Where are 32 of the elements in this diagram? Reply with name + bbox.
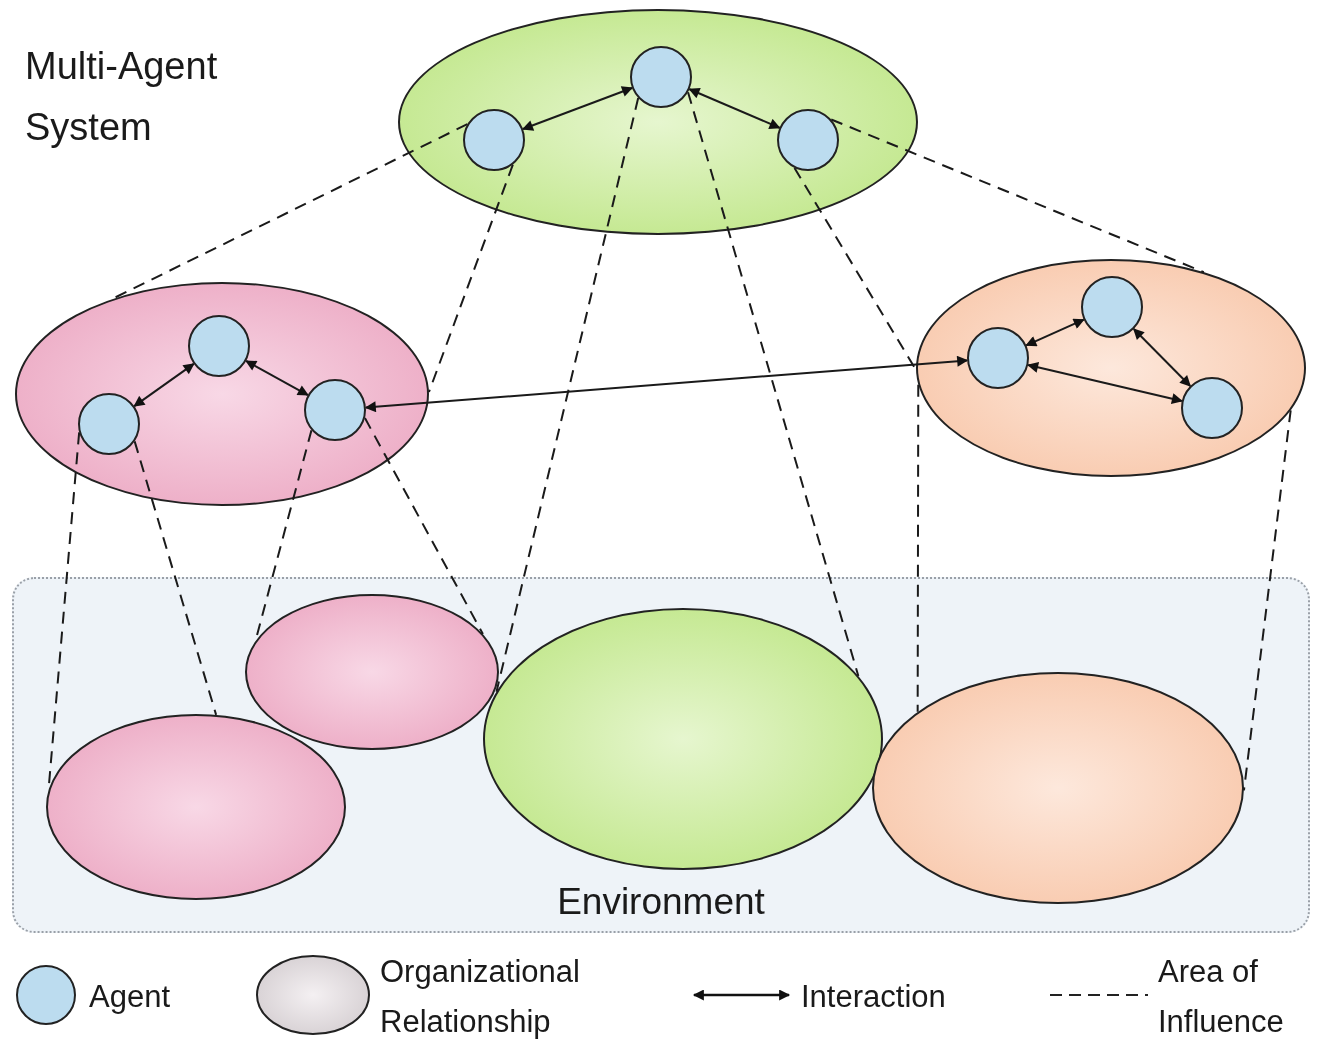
influence-line	[687, 91, 860, 677]
influence-line	[916, 383, 920, 713]
influence-line	[830, 118, 1205, 274]
influence-line	[427, 163, 514, 393]
agent-circle	[630, 46, 692, 108]
legend-label: Area of Influence	[1158, 953, 1285, 1041]
agent-circle	[1181, 377, 1243, 439]
influence-line	[363, 417, 484, 635]
interaction-arrow	[245, 360, 309, 396]
agent-circle	[304, 379, 366, 441]
interaction-arrow	[133, 362, 195, 408]
legend-label: Agent	[89, 978, 171, 1016]
influence-line	[1242, 409, 1292, 792]
influence-line	[133, 440, 218, 716]
agent-circle	[463, 109, 525, 171]
agent-circle	[967, 327, 1029, 389]
influence-line	[495, 97, 640, 693]
legend-label: Interaction	[801, 978, 947, 1016]
interaction-arrow	[1132, 328, 1192, 387]
interaction-arrow	[364, 355, 969, 413]
agent-circle	[188, 315, 250, 377]
environment-area	[12, 577, 1310, 933]
interaction-arrow	[1025, 318, 1085, 347]
interaction-arrow	[1027, 361, 1183, 405]
agent-circle	[78, 393, 140, 455]
agent-circle	[1081, 276, 1143, 338]
diagram-title: Multi-Agent System	[25, 44, 219, 150]
environment-label: Environment	[556, 881, 766, 923]
interaction-arrow	[522, 86, 633, 131]
interaction-arrow	[688, 88, 781, 129]
agent-circle	[777, 109, 839, 171]
legend-label: Organizational Relationship	[380, 953, 581, 1041]
